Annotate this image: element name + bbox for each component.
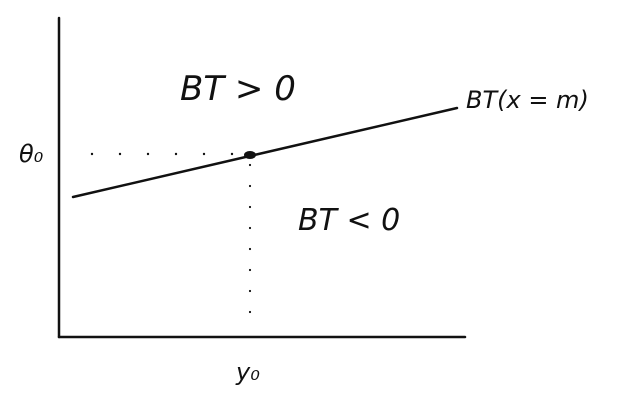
region-label-lower: BT < 0 (298, 203, 400, 238)
x-axis-marker-label: y₀ (235, 358, 260, 386)
y-axis-marker-label: θ₀ (19, 140, 44, 168)
region-label-upper: BT > 0 (180, 69, 296, 109)
boundary-line-label: BT(x = m) (466, 86, 589, 114)
intersection-point (244, 151, 256, 159)
boundary-line (71, 106, 459, 199)
